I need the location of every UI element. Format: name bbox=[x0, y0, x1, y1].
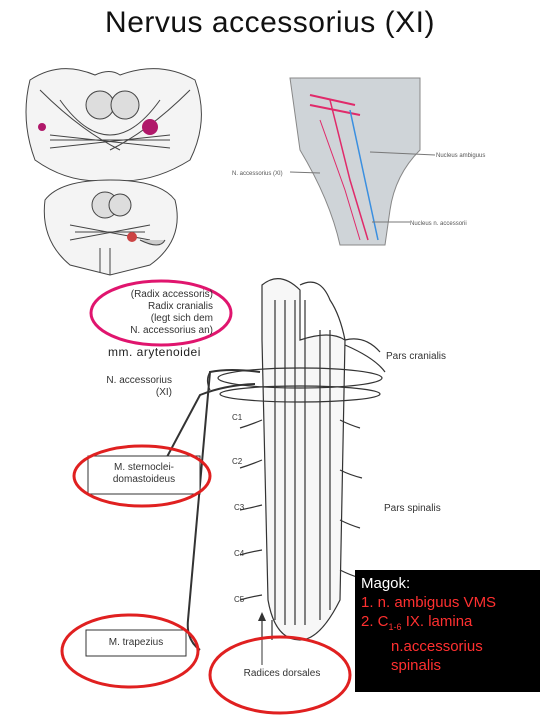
nucleus-marker-side bbox=[38, 123, 46, 131]
radix-line2: Radix cranialis bbox=[147, 301, 213, 312]
label-n-accessorius: N. accessorius (XI) bbox=[100, 375, 172, 399]
scm-label: M. sternoclei- domastoideus bbox=[88, 462, 200, 486]
segment-c5: C5 bbox=[234, 595, 245, 604]
brainstem-section-upper bbox=[25, 68, 202, 182]
radix-highlight-ellipse bbox=[89, 279, 233, 347]
legend-heading: Magok: bbox=[361, 575, 411, 592]
nucleus-marker-upper bbox=[142, 119, 158, 135]
label-pars-cranialis: Pars cranialis bbox=[386, 351, 447, 362]
trapezius-highlight-ellipse bbox=[60, 613, 200, 689]
n-accessorius-line2: (XI) bbox=[155, 387, 172, 398]
radix-line3: (legt sich dem bbox=[150, 313, 213, 324]
scm-box bbox=[87, 455, 201, 495]
legend-item-2-line3: spinalis bbox=[391, 657, 442, 674]
radices-highlight-ellipse bbox=[208, 635, 352, 715]
radix-line4: N. accessorius an) bbox=[130, 325, 213, 336]
scm-line2: domastoideus bbox=[112, 474, 176, 485]
nucleus-marker-lower bbox=[127, 232, 137, 242]
scm-highlight-ellipse bbox=[72, 444, 212, 508]
legend-item-2-prefix: 2. C bbox=[361, 613, 389, 630]
radix-line1: (Radix accessoris) bbox=[130, 289, 213, 300]
brainstem-section-lower bbox=[43, 179, 178, 276]
segment-c1: C1 bbox=[232, 413, 243, 422]
trapezius-box bbox=[85, 629, 187, 657]
segment-c2: C2 bbox=[232, 457, 243, 466]
label-n-accessorius-top: N. accessorius (XI) bbox=[232, 171, 283, 177]
brainstem-sagittal bbox=[289, 77, 436, 246]
label-mm-arytenoidei: mm. arytenoidei bbox=[108, 345, 201, 359]
page-title: Nervus accessorius (XI) bbox=[105, 6, 435, 39]
legend-item-2-suffix: IX. lamina bbox=[401, 613, 473, 630]
radix-label: (Radix accessoris) Radix cranialis (legt… bbox=[117, 289, 213, 337]
legend-item-2-line2: n.accessorius bbox=[391, 638, 483, 655]
label-nucleus-ambiguus: Nucleus ambiguus bbox=[436, 153, 486, 159]
nuclei-legend: Magok: 1. n. ambiguus VMS 2. C1-6 IX. la… bbox=[355, 570, 540, 692]
legend-item-1: 1. n. ambiguus VMS bbox=[361, 594, 497, 611]
n-accessorius-line1: N. accessorius bbox=[106, 375, 172, 386]
radices-label: Radices dorsales bbox=[243, 668, 321, 679]
label-pars-spinalis: Pars spinalis bbox=[384, 503, 441, 514]
spinal-cord-drawing bbox=[159, 278, 386, 651]
segment-c4: C4 bbox=[234, 549, 245, 558]
segment-c3: C3 bbox=[234, 503, 245, 512]
scm-line1: M. sternoclei- bbox=[113, 462, 174, 473]
trapezius-label: M. trapezius bbox=[108, 637, 164, 648]
legend-item-2-sub: 1-6 bbox=[388, 622, 402, 632]
legend-item-2: 2. C1-6 IX. lamina bbox=[361, 612, 540, 637]
label-nucleus-n-accessorii: Nucleus n. accessorii bbox=[410, 221, 467, 227]
